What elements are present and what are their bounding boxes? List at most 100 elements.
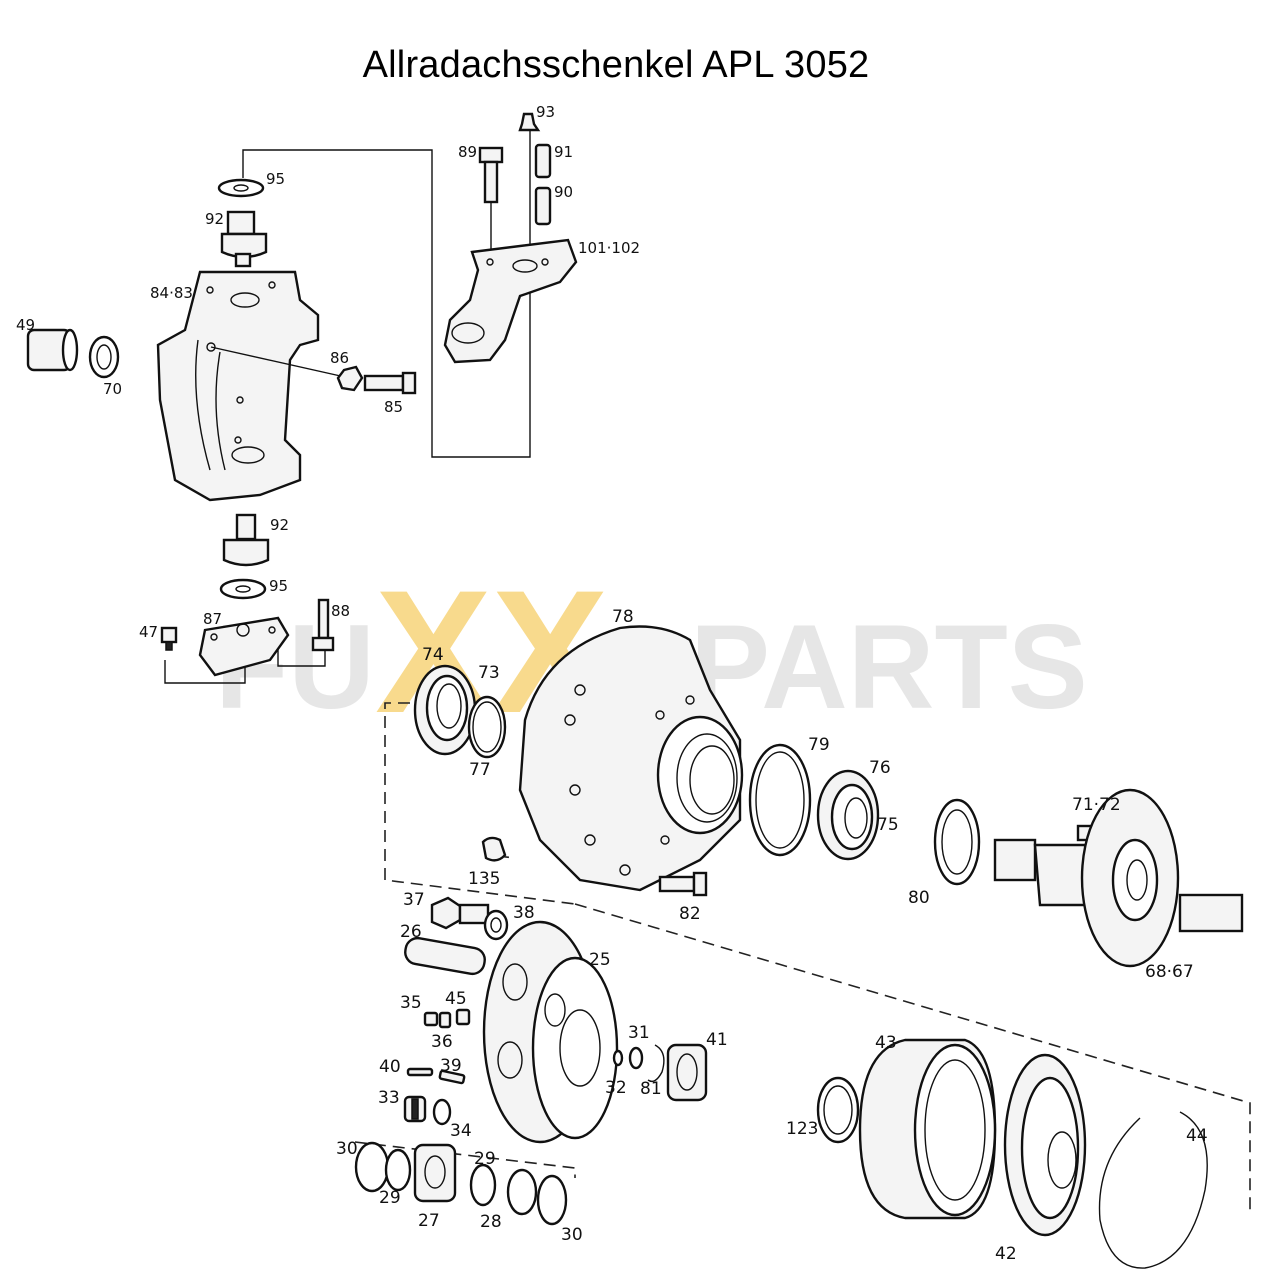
plug-135 — [481, 836, 507, 862]
callout-43: 43 — [875, 1033, 897, 1053]
callout-92b: 92 — [270, 516, 289, 534]
circlip-81 — [647, 1044, 665, 1083]
callout-123: 123 — [786, 1119, 818, 1139]
callout-87: 87 — [203, 610, 222, 628]
callout-86: 86 — [330, 349, 349, 367]
callout-80: 80 — [908, 888, 930, 908]
callout-93: 93 — [536, 103, 555, 121]
callout-38: 38 — [513, 903, 535, 923]
callout-95a: 95 — [266, 170, 285, 188]
steering-knuckle-group — [26, 178, 417, 677]
ring-gear-group — [816, 1038, 1208, 1269]
part-36 — [438, 1011, 452, 1029]
callout-45: 45 — [445, 989, 467, 1009]
washer-30-left — [354, 1141, 390, 1193]
nut-86 — [336, 365, 364, 392]
callout-27: 27 — [418, 1211, 440, 1231]
callout-30b: 30 — [561, 1225, 583, 1245]
callout-25: 25 — [589, 950, 611, 970]
washer-95-top — [217, 178, 265, 198]
knuckle-body — [156, 270, 320, 502]
gear-27 — [413, 1143, 457, 1203]
callout-41: 41 — [706, 1030, 728, 1050]
ring-79 — [748, 743, 812, 857]
callout-90: 90 — [554, 183, 573, 201]
page-title: Allradachsschenkel APL 3052 — [362, 44, 870, 86]
nut-37 — [430, 896, 462, 930]
callout-31: 31 — [628, 1023, 650, 1043]
callout-84-83: 84·83 — [150, 284, 193, 302]
bolt-85 — [363, 374, 405, 392]
callout-77: 77 — [469, 760, 491, 780]
callout-33: 33 — [378, 1088, 400, 1108]
washer-38 — [483, 909, 509, 941]
callout-47: 47 — [139, 623, 158, 641]
callout-49: 49 — [16, 316, 35, 334]
callout-88: 88 — [331, 602, 350, 620]
callout-32: 32 — [605, 1078, 627, 1098]
callout-89: 89 — [458, 143, 477, 161]
steering-arm-101-102 — [443, 238, 578, 364]
washer-29-right — [469, 1163, 497, 1207]
circlip-44 — [1098, 1111, 1208, 1269]
callout-79: 79 — [808, 735, 830, 755]
callout-81: 81 — [640, 1079, 662, 1099]
seal-70 — [88, 335, 120, 379]
callout-35: 35 — [400, 993, 422, 1013]
callout-78: 78 — [612, 607, 634, 627]
nipple-47 — [160, 626, 178, 644]
callout-73: 73 — [478, 663, 500, 683]
callout-44: 44 — [1186, 1126, 1208, 1146]
callout-37: 37 — [403, 890, 425, 910]
callout-30a: 30 — [336, 1139, 358, 1159]
ring-31 — [628, 1046, 644, 1070]
callout-92a: 92 — [205, 210, 224, 228]
pin-26 — [404, 936, 486, 976]
callout-42: 42 — [995, 1244, 1017, 1264]
bolt-89 — [478, 146, 504, 164]
bolt-82 — [658, 875, 696, 893]
washer-95-bottom — [219, 578, 267, 600]
callout-75: 75 — [877, 815, 899, 835]
callout-85: 85 — [384, 398, 403, 416]
lower-arm-87 — [198, 616, 290, 677]
ring-77 — [467, 695, 507, 759]
bush-92-top — [226, 210, 256, 236]
callout-40: 40 — [379, 1057, 401, 1077]
pin-39 — [438, 1069, 466, 1085]
pin-40 — [406, 1067, 434, 1077]
washer-28 — [506, 1168, 538, 1216]
pin-90 — [534, 186, 552, 226]
steering-arm-group — [443, 112, 578, 364]
callout-26: 26 — [400, 922, 422, 942]
callout-91: 91 — [554, 143, 573, 161]
hub-group — [413, 625, 1244, 968]
callout-29b: 29 — [474, 1149, 496, 1169]
callout-70: 70 — [103, 380, 122, 398]
planetary-carrier-group — [354, 896, 708, 1226]
watermark-parts: PARTS — [690, 600, 1088, 734]
nipple-93 — [518, 112, 541, 132]
part-35 — [423, 1011, 439, 1027]
shaft-68-67-spline — [993, 838, 1037, 882]
callout-82: 82 — [679, 904, 701, 924]
callout-135: 135 — [468, 869, 500, 889]
callout-74: 74 — [422, 645, 444, 665]
callout-101-102: 101·102 — [578, 239, 640, 257]
callout-39: 39 — [440, 1056, 462, 1076]
part-45 — [455, 1008, 471, 1026]
callout-labels: 93 89 91 90 95 92 101·102 84·83 49 70 86… — [16, 103, 1208, 1264]
bush-92-bottom — [235, 513, 257, 541]
washer-29-left — [384, 1148, 412, 1192]
pin-91 — [534, 143, 552, 179]
ring-34 — [432, 1098, 452, 1126]
bolt-88 — [317, 598, 330, 640]
callout-34: 34 — [450, 1121, 472, 1141]
callout-36: 36 — [431, 1032, 453, 1052]
callout-29a: 29 — [379, 1188, 401, 1208]
callout-95b: 95 — [269, 577, 288, 595]
ring-32 — [612, 1049, 624, 1067]
callout-71-72: 71·72 — [1072, 795, 1121, 815]
callout-28: 28 — [480, 1212, 502, 1232]
